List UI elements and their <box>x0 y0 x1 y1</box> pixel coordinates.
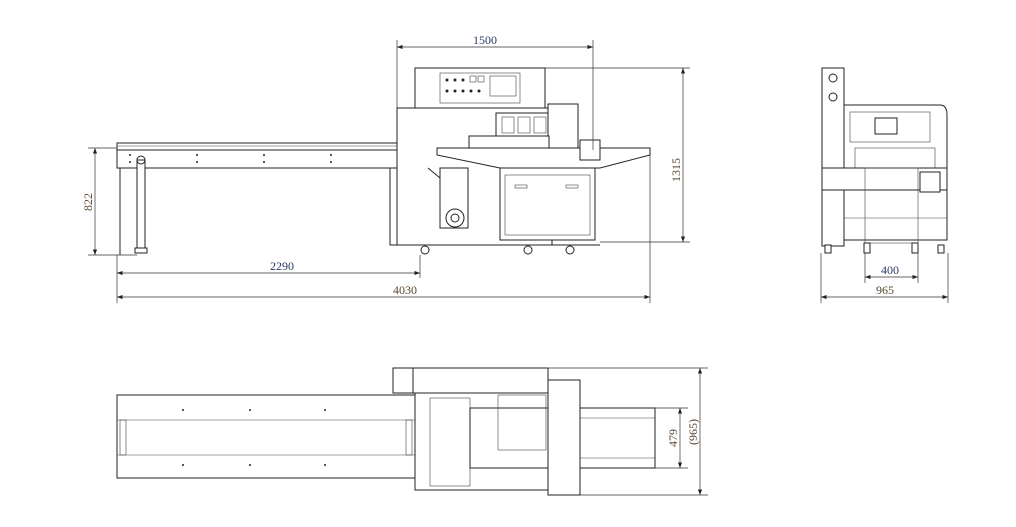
dim-822: 822 <box>81 193 95 211</box>
dim-400: 400 <box>881 263 899 277</box>
front-view: 1500 1315 822 2290 4030 <box>81 33 690 303</box>
caster-wheels <box>420 245 575 255</box>
front-dimensions: 1500 1315 822 2290 4030 <box>81 33 690 303</box>
dim-2290: 2290 <box>270 259 294 273</box>
dim-965: 965 <box>876 283 894 297</box>
infeed-conveyor <box>116 142 416 255</box>
top-dimensions: 479 (965) <box>548 367 708 496</box>
side-view: 400 965 <box>820 67 949 303</box>
dim-1315: 1315 <box>669 158 683 182</box>
top-view: 479 (965) <box>116 367 708 496</box>
dim-4030: 4030 <box>393 283 417 297</box>
dim-965-ref: (965) <box>686 419 700 445</box>
main-machine-front <box>396 67 651 255</box>
side-dimensions: 400 965 <box>820 253 949 303</box>
dim-479: 479 <box>666 429 680 447</box>
dim-1500: 1500 <box>473 33 497 47</box>
